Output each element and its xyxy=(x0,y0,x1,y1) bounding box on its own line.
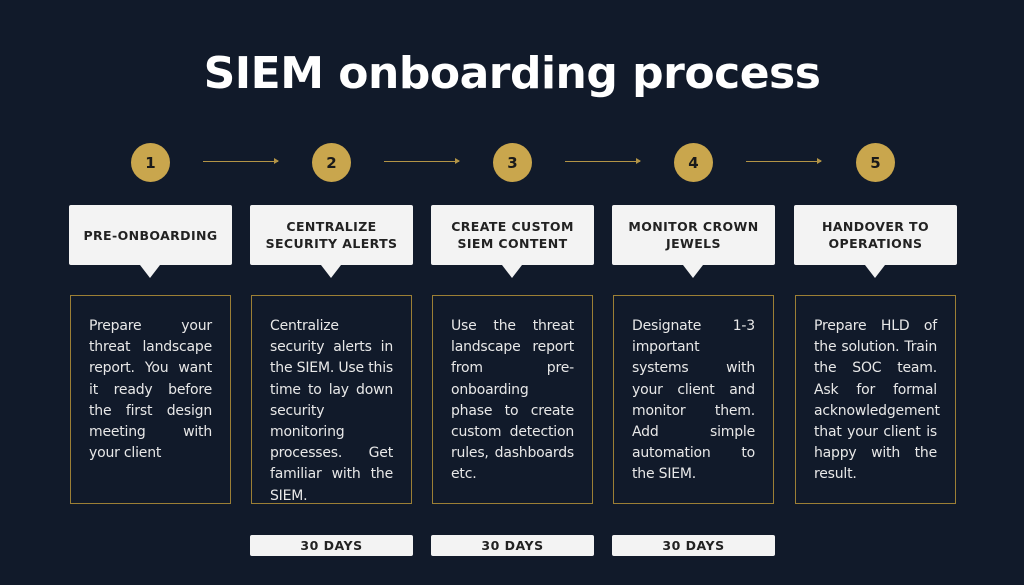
step-heading: MONITOR CROWN JEWELS xyxy=(612,205,775,278)
step-number-badge: 5 xyxy=(856,143,895,182)
step-description-box: Prepare your threat landscape report. Yo… xyxy=(70,295,231,504)
step-heading: PRE-ONBOARDING xyxy=(69,205,232,278)
step-description-box: Prepare HLD of the solution. Train the S… xyxy=(795,295,956,504)
step-heading: HANDOVER TO OPERATIONS xyxy=(794,205,957,278)
step-description-box: Designate 1-3 important systems with you… xyxy=(613,295,774,504)
step-number-badge: 1 xyxy=(131,143,170,182)
arrow-connector xyxy=(384,158,460,164)
duration-badge: 30 DAYS xyxy=(431,535,594,556)
step-number-badge: 2 xyxy=(312,143,351,182)
step-description: Use the threat landscape report from pre… xyxy=(451,318,574,483)
step-heading: CENTRALIZE SECURITY ALERTS xyxy=(250,205,413,278)
duration-badge: 30 DAYS xyxy=(612,535,775,556)
duration-badge: 30 DAYS xyxy=(250,535,413,556)
step-description: Prepare your threat landscape report. Yo… xyxy=(89,318,212,462)
step-description: Designate 1-3 important systems with you… xyxy=(632,318,755,483)
step-heading: CREATE CUSTOM SIEM CONTENT xyxy=(431,205,594,278)
step-number-badge: 3 xyxy=(493,143,532,182)
arrow-connector xyxy=(565,158,641,164)
step-description: Prepare HLD of the solution. Train the S… xyxy=(814,318,940,483)
step-number-badge: 4 xyxy=(674,143,713,182)
step-description-box: Centralize security alerts in the SIEM. … xyxy=(251,295,412,504)
arrow-connector xyxy=(746,158,822,164)
step-description-box: Use the threat landscape report from pre… xyxy=(432,295,593,504)
arrow-connector xyxy=(203,158,279,164)
step-description: Centralize security alerts in the SIEM. … xyxy=(270,318,393,504)
page-title: SIEM onboarding process xyxy=(203,48,821,99)
